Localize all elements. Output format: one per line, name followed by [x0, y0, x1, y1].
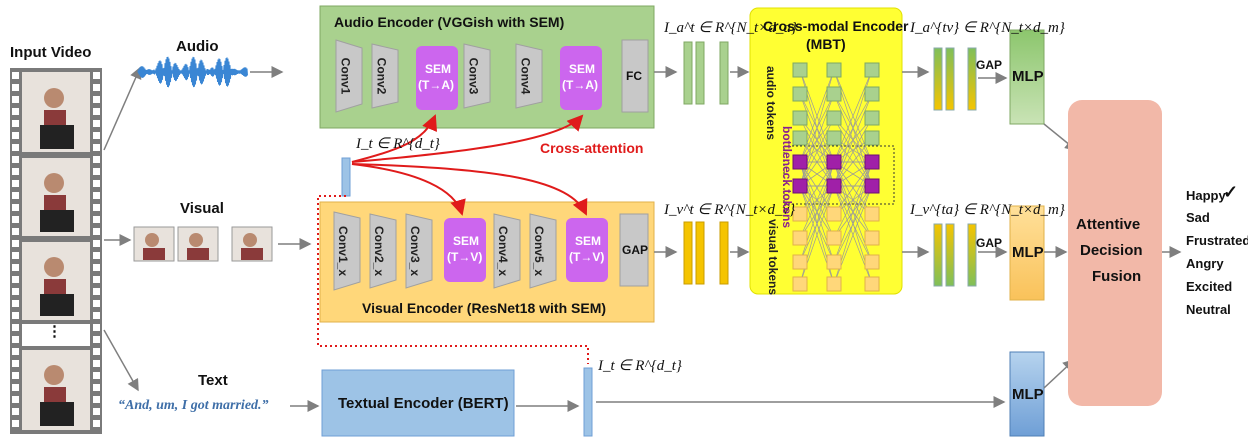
- audio-in-feature-label: I_a^t ∈ R^{N_t×d_a}: [664, 20, 797, 36]
- visual-conv-blocks: [333, 211, 649, 291]
- mlp-label-audio: MLP: [1012, 68, 1044, 85]
- fusion-label-3: Fusion: [1092, 268, 1142, 285]
- fc-label: FC: [626, 69, 642, 83]
- textual-encoder-title: Textual Encoder (BERT): [338, 395, 509, 412]
- emotion-excited: Excited: [1186, 279, 1233, 294]
- gap-label-visual: GAP: [976, 236, 1003, 250]
- audio-encoder-title: Audio Encoder (VGGish with SEM): [334, 14, 565, 30]
- emotion-frustrated: Frustrated: [1186, 233, 1248, 248]
- video-frame: [22, 350, 90, 430]
- block-label: Conv2: [374, 57, 389, 95]
- textual-encoder-box: [321, 369, 515, 437]
- visual-out-feature-label: I_v^{ta} ∈ R^{N_t×d_m}: [910, 202, 1065, 218]
- sem-label: SEM: [453, 234, 480, 248]
- audio-out-feature-label: I_a^{tv} ∈ R^{N_t×d_m}: [910, 20, 1065, 36]
- sem-label: (T→A): [418, 78, 454, 92]
- mlp-label-visual: MLP: [1012, 244, 1044, 261]
- conv-block: [369, 213, 397, 289]
- mlp-label-text: MLP: [1012, 386, 1044, 403]
- visual-tokens-label: visual tokens: [766, 218, 781, 296]
- fc-block: [621, 39, 649, 113]
- sem-label: (T→V): [447, 250, 483, 264]
- block-label: Conv4: [518, 57, 533, 95]
- film-strip: [10, 68, 102, 434]
- video-frame: [22, 158, 90, 236]
- text-feature-vector-lower: [583, 367, 593, 437]
- block-label: Conv4_x: [496, 225, 511, 277]
- visual-feature-bars: [683, 221, 729, 285]
- visual-encoder-title: Visual Encoder (ResNet18 with SEM): [362, 300, 607, 316]
- sem-label: (T→V): [569, 250, 605, 264]
- attentive-decision-fusion-box: [1068, 100, 1162, 406]
- gap-label: GAP: [622, 243, 649, 257]
- sem-label: SEM: [425, 62, 452, 76]
- text-feature-label-lower: I_t ∈ R^{d_t}: [598, 358, 682, 374]
- bottleneck-tokens-label: bottleneck tokens: [780, 125, 795, 229]
- conv-block: [529, 213, 557, 289]
- gap-block: [619, 213, 649, 287]
- cross-modal-subtitle: (MBT): [806, 36, 846, 52]
- conv-block: [515, 43, 543, 109]
- emotion-angry: Angry: [1186, 256, 1224, 271]
- conv-block: [333, 211, 361, 291]
- visual-output-bars: [933, 223, 977, 287]
- mlp-visual: [1009, 205, 1045, 301]
- ellipsis-icon: ⋮: [47, 323, 62, 340]
- sem-block-visual-2: [566, 218, 608, 282]
- emotion-sad: Sad: [1186, 210, 1210, 225]
- sem-block-audio-2: [560, 46, 602, 110]
- block-label: Conv3: [466, 57, 481, 95]
- gap-label-audio: GAP: [976, 58, 1003, 72]
- emotion-happy: Happy: [1186, 188, 1226, 203]
- block-label: Conv1_x: [336, 225, 351, 277]
- visual-label: Visual: [180, 200, 224, 217]
- video-frame: [22, 72, 90, 152]
- conv-block: [493, 213, 521, 289]
- conv-block: [405, 213, 433, 289]
- input-video-title: Input Video: [10, 44, 92, 61]
- mlp-audio: [1009, 29, 1045, 125]
- sem-label: SEM: [569, 62, 596, 76]
- mlp-text: [1009, 351, 1045, 437]
- text-feature-label-upper: I_t ∈ R^{d_t}: [356, 136, 440, 152]
- sem-label: (T→A): [562, 78, 598, 92]
- fusion-label-1: Attentive: [1076, 216, 1141, 233]
- sem-block-visual-1: [444, 218, 486, 282]
- audio-label: Audio: [176, 38, 219, 55]
- text-label: Text: [198, 372, 228, 389]
- mbt-token-grid: [792, 62, 880, 292]
- check-icon: ✓: [1223, 182, 1239, 202]
- audio-output-bars: [933, 47, 977, 111]
- conv-block: [371, 43, 399, 109]
- video-frame: [22, 242, 90, 320]
- sem-label: SEM: [575, 234, 602, 248]
- block-label: Conv2_x: [372, 225, 387, 277]
- audio-feature-bars: [683, 41, 729, 105]
- sem-block-audio-1: [416, 46, 458, 110]
- block-label: Conv1: [338, 57, 353, 95]
- visual-in-feature-label: I_v^t ∈ R^{N_t×d_v}: [664, 202, 796, 218]
- fusion-label-2: Decision: [1080, 242, 1143, 259]
- emotion-neutral: Neutral: [1186, 302, 1231, 317]
- audio-tokens-label: audio tokens: [764, 65, 779, 141]
- cross-modal-title: Cross-modal Encoder: [763, 18, 909, 34]
- block-label: Conv5_x: [532, 225, 547, 277]
- cross-attention-label: Cross-attention: [540, 140, 644, 156]
- block-label: Conv3_x: [408, 225, 423, 277]
- visual-frames: [133, 226, 273, 262]
- audio-waveform: [137, 56, 248, 88]
- text-quote: “And, um, I got married.”: [118, 398, 269, 413]
- conv-block: [335, 39, 363, 113]
- audio-conv-blocks: [335, 39, 649, 113]
- conv-block: [463, 43, 491, 109]
- text-feature-vector-upper: [341, 157, 351, 197]
